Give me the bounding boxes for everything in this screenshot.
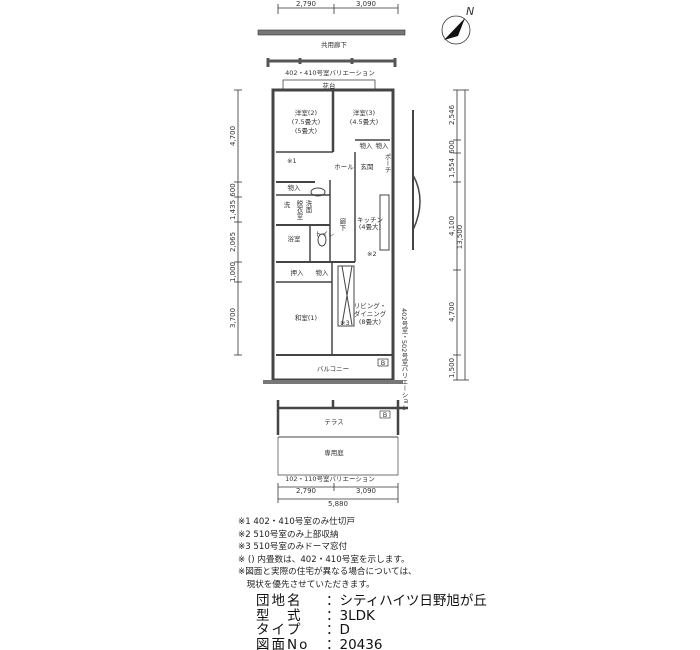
dim-label: 4,700 xyxy=(448,302,456,322)
left-dimension-labels: 4,700 600 1,435 2,065 1,000 3,700 xyxy=(229,126,237,328)
room-japanese: 和室(1) xyxy=(295,313,317,322)
room-living-dining: ダイニング xyxy=(354,309,387,318)
room-living-size: (8畳大) xyxy=(359,317,381,326)
dim-label: 3,700 xyxy=(229,308,237,328)
dim-label: 1,435 xyxy=(229,200,237,220)
dim-label: 2,546 xyxy=(448,104,456,125)
room-bath: 浴室 xyxy=(288,234,302,243)
info-key: 図面No xyxy=(256,636,310,650)
room-oshiire: 押入 xyxy=(291,268,305,277)
note: 現状を優先させていただきます。 xyxy=(238,579,375,590)
info-row-name: 団地名：シティハイツ日野旭が丘 xyxy=(256,593,487,609)
room-western2-size-alt: (5畳大) xyxy=(295,126,317,135)
top-dimension-labels: 2,790 3,090 xyxy=(296,0,376,8)
info-value: 20436 xyxy=(339,636,383,650)
room-western2: 洋室(2) xyxy=(295,108,317,117)
closet-label: 物入 xyxy=(316,268,330,277)
room-toilet: トイレ xyxy=(315,230,335,238)
dim-label: 2,790 xyxy=(296,0,316,8)
room-hall: ホール xyxy=(334,163,354,171)
note3-mark: ※3 xyxy=(340,319,350,327)
dim-label: 600 xyxy=(229,183,237,196)
room-kitchen-size: (4畳大) xyxy=(359,222,381,231)
room-terrace: テラス xyxy=(324,418,343,426)
note1-mark: ※1 xyxy=(287,157,297,165)
info-key: タイプ xyxy=(256,622,303,638)
room-western3: 洋室(3) xyxy=(353,108,375,117)
room-western3-size: (4.5畳大) xyxy=(350,117,378,126)
dim-label: 1,500 xyxy=(448,358,456,378)
note: ※図面と実際の住宅が異なる場合については、 xyxy=(238,567,417,578)
note: ※2 510号室のみ上部収納 xyxy=(238,529,339,540)
dim-label: 600 xyxy=(448,140,456,153)
balcony-edge xyxy=(263,380,403,384)
note: ※1 402・410号室のみ仕切戸 xyxy=(238,517,355,527)
info-row-plan-type: タイプ：D xyxy=(256,622,350,638)
dimension-lines xyxy=(234,4,469,503)
info-row-drawing-no: 図面No：20436 xyxy=(256,636,383,650)
dim-label: 1,554 xyxy=(448,157,456,178)
dim-label: 2,790 xyxy=(296,487,316,495)
note: ※ () 内畳数は、402・410号室を示します。 xyxy=(238,554,410,565)
note2-mark: ※2 xyxy=(367,250,377,258)
dim-label: 3,090 xyxy=(356,0,376,8)
terrace-garden xyxy=(276,400,408,476)
info-value: シティハイツ日野旭が丘 xyxy=(339,593,487,609)
room-labels: 洋室(2) (7.5畳大) (5畳大) 洋室(3) (4.5畳大) 物入 物入 … xyxy=(284,108,409,411)
dim-label: 3,090 xyxy=(356,487,376,495)
dim-label: 4,700 xyxy=(229,126,237,146)
room-garden: 専用庭 xyxy=(324,448,344,457)
room-western2-size: (7.5畳大) xyxy=(292,117,320,126)
north-icon: N xyxy=(466,5,474,18)
b-mark: B xyxy=(383,411,387,419)
room-entrance: 玄関 xyxy=(361,162,374,171)
variation-bottom-label: 102・110号室バリエーション xyxy=(285,474,375,483)
wash-label: 洗 xyxy=(284,200,291,209)
property-info: 団地名：シティハイツ日野旭が丘 型 式：3LDK タイプ：D 図面No：2043… xyxy=(256,594,487,650)
info-key: 団地名 xyxy=(256,593,303,609)
info-value: 3LDK xyxy=(339,607,375,624)
closet-label: 物入 xyxy=(376,141,390,150)
info-row-type: 型 式：3LDK xyxy=(256,607,375,624)
corridor-label: 共用廊下 xyxy=(321,40,348,49)
side-variation-label: 402号室・502号室バリエーション xyxy=(400,308,408,411)
note: ※3 510号室のみドーマ窓付 xyxy=(238,542,348,553)
closet-label: 物入 xyxy=(288,183,302,192)
dim-label: 4,100 xyxy=(448,216,456,236)
corridor-wall xyxy=(257,29,406,36)
info-value: D xyxy=(339,622,350,638)
variation-top-label: 402・410号室バリエーション xyxy=(285,68,375,77)
room-living: リビング・ xyxy=(354,301,387,310)
room-balcony: バルコニー xyxy=(317,365,349,373)
notes: ※1 402・410号室のみ仕切戸 ※2 510号室のみ上部収納 ※3 510号… xyxy=(238,516,417,592)
flower-stand-label: 花台 xyxy=(323,81,336,90)
right-dimension-labels: 2,546 600 1,554 4,100 4,700 1,500 13,500 xyxy=(448,104,464,378)
room-kitchen: キッチン xyxy=(357,216,383,224)
variation-wall xyxy=(266,58,397,67)
total-dim-label: 5,880 xyxy=(328,500,348,508)
room-dressing: 脱衣室 xyxy=(295,199,303,220)
info-key: 型 式 xyxy=(256,607,303,624)
room-corridor: 廊下 xyxy=(338,217,346,233)
dim-label: 1,000 xyxy=(229,262,237,282)
room-washroom: 洗面 xyxy=(304,199,312,215)
closet-label: 物入 xyxy=(360,141,374,150)
dim-label: 2,065 xyxy=(229,232,237,252)
b-mark: B xyxy=(381,359,385,367)
total-dim-label: 13,500 xyxy=(456,225,464,250)
room-porch: ポーチ xyxy=(383,153,391,173)
compass: N xyxy=(441,5,474,45)
